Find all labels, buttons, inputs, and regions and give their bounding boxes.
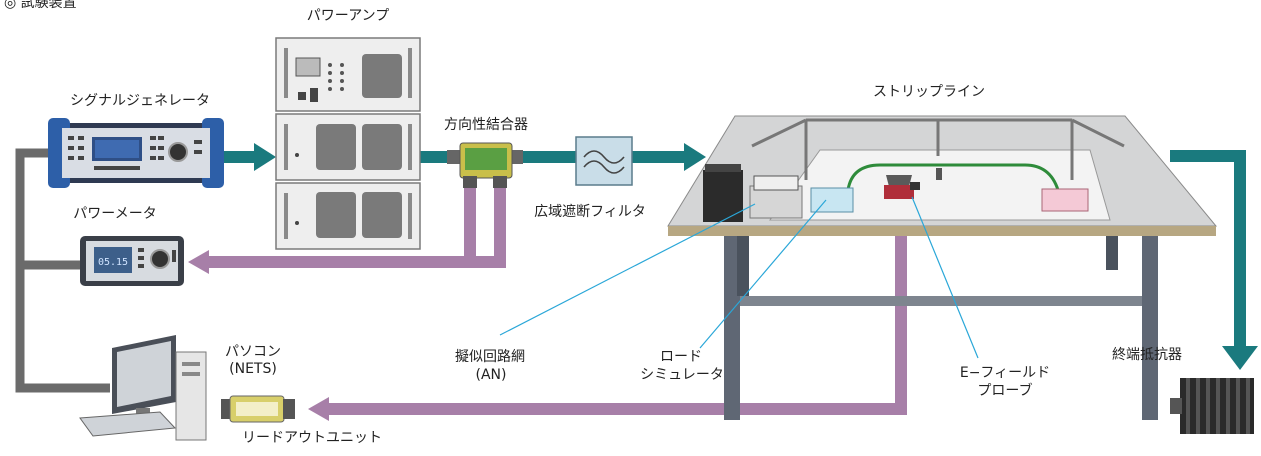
stripline-table-icon bbox=[667, 115, 1218, 420]
rf-path bbox=[218, 143, 1258, 370]
label-load-line1: ロード bbox=[660, 349, 702, 365]
meter-readout: 05.15 bbox=[98, 257, 128, 268]
label-probe-line1: E−フィールド bbox=[959, 365, 1051, 381]
label-readout: リードアウトユニット bbox=[242, 430, 382, 446]
label-terminator: 終端抵抗器 bbox=[1112, 347, 1182, 363]
label-signal-generator: シグナルジェネレータ bbox=[70, 93, 210, 109]
control-cables bbox=[15, 148, 110, 393]
label-directional-coupler: 方向性結合器 bbox=[444, 117, 528, 133]
label-lowpass-filter: 広域遮断フィルタ bbox=[534, 204, 646, 220]
label-stripline: ストリップライン bbox=[873, 84, 985, 100]
page-title: ◎ 試験装置 bbox=[4, 0, 77, 11]
signal-generator-icon bbox=[48, 118, 224, 188]
label-pc-line1: パソコン bbox=[225, 344, 281, 360]
readout-unit-icon bbox=[221, 395, 295, 423]
label-power-amp: パワーアンプ bbox=[306, 8, 390, 24]
label-load-line2: シミュレータ bbox=[640, 367, 724, 383]
label-pc-line2: (NETS) bbox=[229, 361, 277, 377]
power-meter-icon: 05.15 bbox=[80, 236, 184, 286]
termination-resistor-icon bbox=[1170, 378, 1254, 434]
lowpass-filter-icon bbox=[575, 136, 633, 186]
pc-icon bbox=[79, 335, 207, 441]
label-power-meter: パワーメータ bbox=[73, 206, 157, 222]
leader-lines bbox=[499, 196, 979, 359]
directional-coupler-icon bbox=[447, 142, 523, 188]
label-an-line2: (AN) bbox=[475, 367, 507, 383]
label-an-line1: 擬似回路網 bbox=[455, 349, 525, 365]
signal-path bbox=[188, 185, 907, 421]
label-probe-line2: プローブ bbox=[977, 383, 1033, 399]
power-amplifier-icon bbox=[275, 37, 421, 250]
